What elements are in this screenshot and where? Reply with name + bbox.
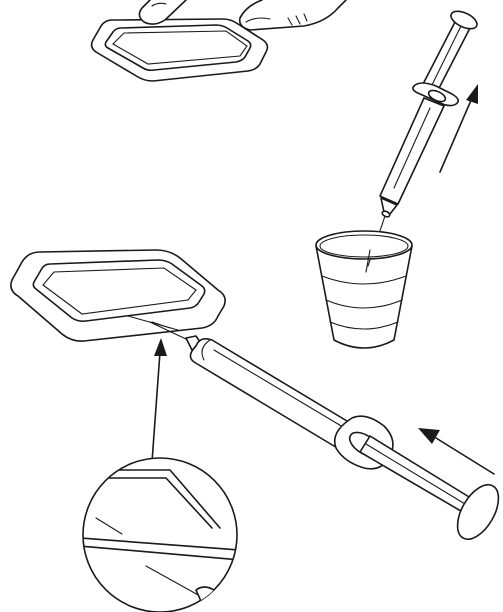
draw-arrow-head [466, 84, 478, 104]
measuring-cup-icon [315, 230, 413, 349]
draw-syringe-flange-ring [427, 89, 447, 103]
magnifier-circle [82, 457, 238, 612]
inject-syringe-plunger-rib [365, 443, 471, 508]
large-dressing-window-inner [42, 267, 197, 315]
draw-arrow-shaft [439, 97, 473, 173]
magnifier-pointer-head [154, 338, 167, 356]
draw-syringe-thumb-cap [450, 10, 478, 30]
cup-rim-inner [319, 234, 409, 258]
top-dressing-window-inner [112, 30, 248, 65]
right-thumb [238, 0, 347, 31]
draw-syringe-plunger-rib [429, 25, 462, 90]
cup-rim [315, 230, 413, 260]
right-thumb-knuckle-1 [287, 17, 293, 26]
right-thumb-knuckle-2 [295, 15, 301, 25]
magnified-needle-shaft [145, 565, 201, 597]
large-dressing-window [32, 259, 206, 322]
cup-needle-in-liquid [365, 249, 371, 273]
left-finger [138, 0, 187, 25]
syringe-draw-from-cup-icon [367, 10, 478, 267]
inject-arrow-head [418, 428, 440, 444]
cup-liquid-line-3 [329, 321, 399, 330]
right-thumb-knuckle-3 [303, 13, 308, 22]
cup-liquid-surface [321, 275, 407, 285]
magnified-border-line-1 [83, 537, 237, 551]
inject-syringe-barrel-shine [213, 349, 349, 431]
inject-syringe-thumb-cap [456, 484, 500, 540]
magnified-syringe-hub [195, 586, 223, 610]
finger-press-dressing-icon [90, 0, 347, 82]
inject-syringe-needle [149, 321, 189, 341]
right-thumb-nail [245, 17, 271, 23]
magnifier-pointer-shaft [151, 351, 161, 463]
top-dressing-window [104, 24, 252, 72]
magnified-border-line-2 [83, 545, 237, 561]
magnified-needle [95, 517, 123, 535]
cup-liquid-line-2 [325, 299, 403, 309]
cup-body [315, 245, 413, 349]
magnified-detail-icon [82, 457, 238, 612]
inject-arrow-shaft [435, 437, 495, 475]
inject-syringe-barrel-end [201, 339, 211, 361]
dressing-large-icon [10, 249, 226, 342]
draw-syringe-barrel-shine [393, 107, 431, 189]
draw-syringe-barrel [379, 97, 445, 205]
syringe-inject-under-dressing-icon [149, 321, 500, 540]
left-fingernail [151, 2, 167, 7]
large-dressing-slit-2 [151, 321, 171, 329]
